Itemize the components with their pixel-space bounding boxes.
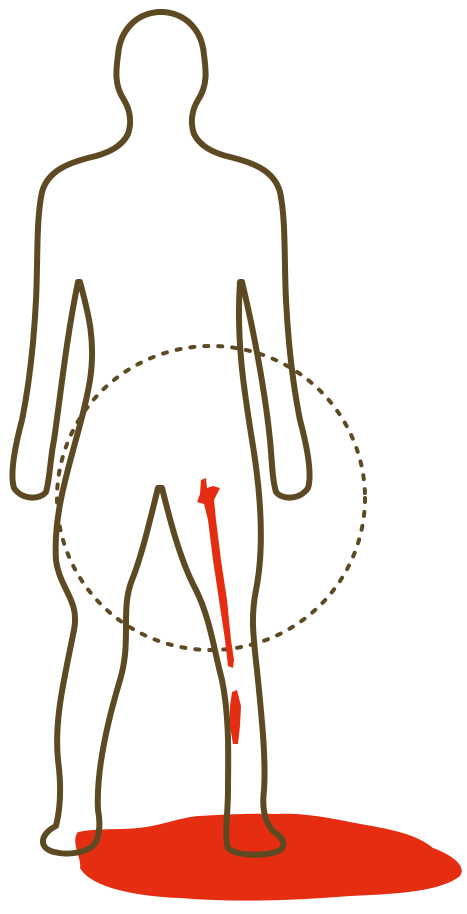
- blood-drip: [230, 690, 241, 744]
- body-outline: [12, 12, 309, 855]
